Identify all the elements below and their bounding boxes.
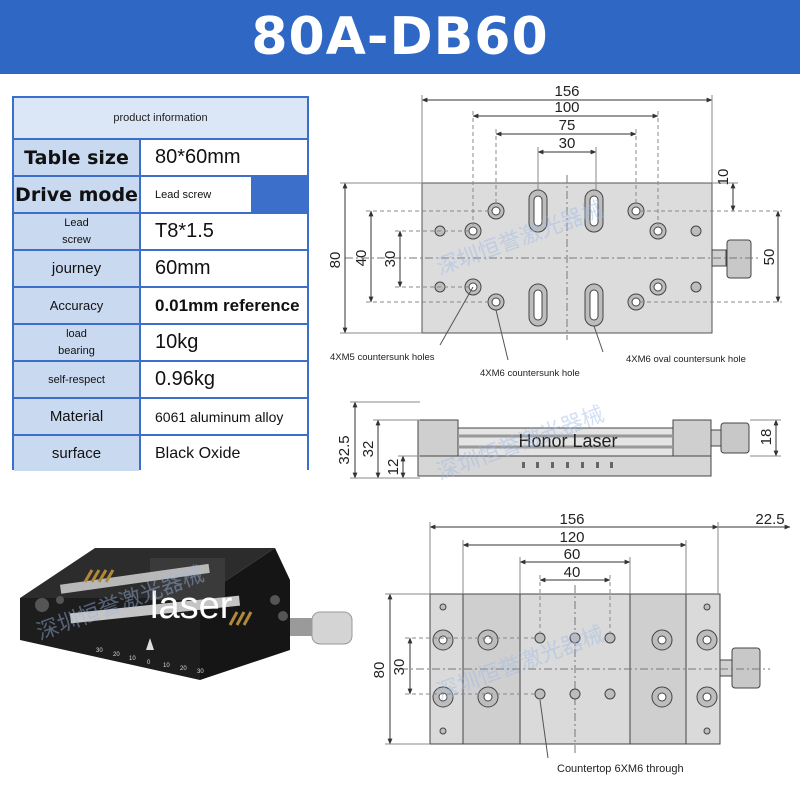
brand-label: Honor Laser [518,431,617,451]
bottom-view-dim-labels: 156 22.5 120 60 40 80 30 [371,511,785,678]
photo-knob [311,611,353,645]
spec-value: 80*60mm [141,140,307,175]
bottom-view-dimensions [385,522,791,759]
dim-10: 10 [715,169,732,186]
svg-text:10: 10 [129,656,136,662]
note-countertop: Countertop 6XM6 through [557,763,684,775]
spec-label: surface [14,436,139,471]
svg-text:20: 20 [113,652,120,658]
top-view-holes [434,189,702,327]
top-view-notes: 4XM5 countersunk holes 4XM6 countersunk … [330,352,746,379]
spec-table: product information Table size 80*60mm D… [12,96,309,472]
spec-row-material: Material 6061 aluminum alloy [14,399,307,435]
side-view-dim-labels: 32.5 32 12 18 [336,429,775,476]
bottom-view-holes [432,603,718,735]
dim-156: 156 [559,511,584,528]
product-photo: 30 20 10 0 10 20 30 laser [20,548,353,680]
svg-text:0: 0 [147,660,151,666]
side-view-dimensions [350,401,781,479]
title-banner: 80A-DB60 [0,0,800,74]
stage-front-face [20,598,200,680]
spec-table-header: product information [14,98,307,138]
spec-row-load-bearing: load bearing 10kg [14,325,307,361]
spec-value: 0.01mm reference [141,288,307,323]
dim-30-vertical: 30 [382,251,399,268]
spec-label: self-respect [14,362,139,397]
side-end-block-right [672,419,712,457]
dim-60: 60 [564,546,581,563]
top-view-drawing: 156 100 75 30 80 40 30 10 50 4XM5 counte… [327,83,782,379]
dim-80: 80 [371,662,388,679]
spec-row-journey: journey 60mm [14,251,307,287]
spec-value: 6061 aluminum alloy [141,399,307,434]
note-m6: 4XM6 countersunk hole [480,368,580,379]
spec-value: 0.96kg [141,362,307,397]
top-view-dim-labels: 156 100 75 30 80 40 30 10 50 [327,83,778,268]
dim-80: 80 [327,252,344,269]
spec-label: load bearing [14,325,139,360]
dim-50: 50 [761,249,778,266]
spec-label: Material [14,399,139,434]
dim-18: 18 [758,429,775,446]
side-carriage [457,427,674,457]
spec-row-table-size: Table size 80*60mm [14,140,307,176]
dim-75: 75 [559,117,576,134]
spec-row-accuracy: Accuracy 0.01mm reference [14,288,307,324]
spec-value: 60mm [141,251,307,286]
dim-30: 30 [391,659,408,676]
top-view-dimensions [340,95,782,361]
dim-40: 40 [564,564,581,581]
spec-value: Lead screw [141,177,251,212]
spec-value: T8*1.5 [141,214,307,249]
knob [726,239,752,279]
dim-40: 40 [353,250,370,267]
spec-row-surface: surface Black Oxide [14,436,307,472]
photo-overlay-text: laser [150,585,233,627]
product-title: 80A-DB60 [251,7,549,67]
spec-value: Black Oxide [141,436,307,471]
spec-label: Accuracy [14,288,139,323]
note-oval: 4XM6 oval countersunk hole [626,354,746,365]
side-end-block-left [417,419,459,457]
bottom-view-drawing: 156 22.5 120 60 40 80 30 Countertop 6XM6… [371,511,791,775]
dim-156: 156 [554,83,579,100]
dim-100: 100 [554,99,579,116]
dim-120: 120 [559,529,584,546]
dim-32-5: 32.5 [336,435,353,464]
svg-text:30: 30 [96,648,103,654]
spec-row-lead-screw: Lead screw T8*1.5 [14,214,307,250]
spec-label: journey [14,251,139,286]
spec-value: 10kg [141,325,307,360]
spec-row-drive-mode: Drive mode Lead screw [14,177,307,213]
spec-label: Drive mode [14,177,139,212]
bottom-knob [731,647,761,689]
svg-text:10: 10 [163,663,170,669]
svg-text:20: 20 [180,666,187,672]
spec-row-self-respect: self-respect 0.96kg [14,362,307,398]
svg-text:30: 30 [197,669,204,675]
dim-12: 12 [385,459,402,476]
spec-label: Lead screw [14,214,139,249]
note-m5: 4XM5 countersunk holes [330,352,435,363]
dim-32: 32 [360,441,377,458]
spec-label: Table size [14,140,139,175]
dim-22-5: 22.5 [755,511,784,528]
photo-scale: 30 20 10 0 10 20 30 [96,648,204,675]
dim-30: 30 [559,135,576,152]
side-knob [720,422,750,454]
side-view-drawing: 32.5 32 12 18 Honor Laser [336,401,781,479]
